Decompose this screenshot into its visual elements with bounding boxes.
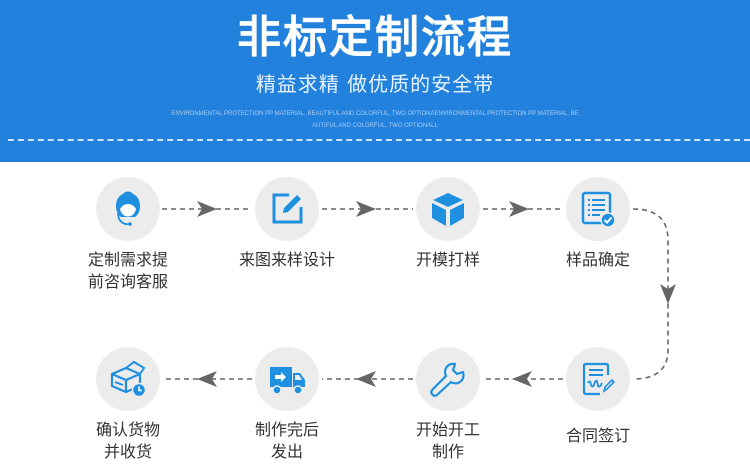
english-caption-line1: ENVIRONMENTAL PROTECTION PP MATERIAL, BE… [171, 111, 579, 117]
step-icon-circle [566, 347, 630, 411]
header-banner: 非标定制流程 精益求精 做优质的安全带 ENVIRONMENTAL PROTEC… [0, 0, 750, 162]
step-label: 制作完后 发出 [254, 420, 319, 461]
wrench-icon [430, 362, 465, 397]
checklist-icon [581, 191, 616, 228]
customer-service-icon [116, 191, 140, 226]
step-shipping: 制作完后 发出 [222, 347, 352, 463]
step-icon-circle [416, 347, 480, 411]
step-label: 合同签订 [565, 426, 630, 445]
step-consult: 定制需求提 前咨询客服 [63, 177, 193, 293]
step-icon-circle [255, 347, 319, 411]
step-icon-circle [255, 177, 319, 241]
step-label: 确认货物 并收货 [95, 420, 160, 461]
page-title: 非标定制流程 [237, 12, 513, 63]
step-design: 来图来样设计 [222, 177, 352, 271]
step-label: 开模打样 [415, 250, 480, 269]
step-icon-circle [566, 177, 630, 241]
header-divider [8, 139, 750, 141]
english-caption-line2: AUTIFUL AND COLORFUL, TWO OPTIONALL [312, 123, 438, 129]
english-caption: ENVIRONMENTAL PROTECTION PP MATERIAL, BE… [160, 108, 590, 132]
step-label: 来图来样设计 [238, 250, 335, 269]
step-icon-circle [416, 177, 480, 241]
cube-icon [432, 193, 464, 226]
step-contract: 合同签订 [533, 347, 663, 447]
edit-icon [272, 193, 303, 224]
step-receive: 确认货物 并收货 [63, 347, 193, 463]
package-receipt-icon [110, 360, 147, 398]
step-label: 定制需求提 前咨询客服 [87, 250, 168, 291]
contract-sign-icon [582, 362, 616, 396]
step-label: 开始开工 制作 [415, 420, 480, 461]
delivery-truck-icon [270, 367, 305, 395]
page-subtitle: 精益求精 做优质的安全带 [255, 72, 495, 96]
step-production: 开始开工 制作 [383, 347, 513, 463]
step-confirm-sample: 样品确定 [533, 177, 663, 271]
step-icon-circle [96, 177, 160, 241]
step-label: 样品确定 [565, 250, 630, 269]
step-sample: 开模打样 [383, 177, 513, 271]
step-icon-circle [96, 347, 160, 411]
